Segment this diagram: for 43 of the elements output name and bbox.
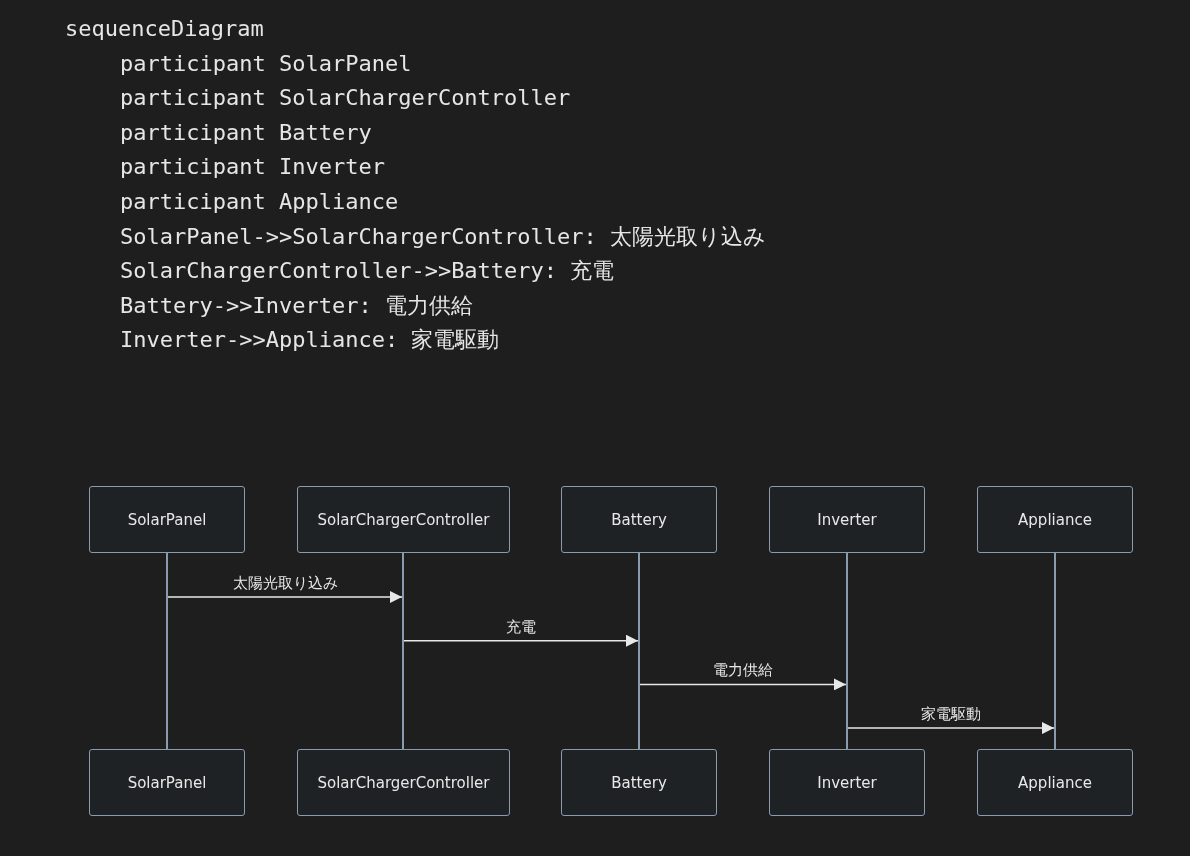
participant-box — [561, 486, 717, 553]
participant-box — [297, 749, 510, 816]
participant-box — [561, 749, 717, 816]
participant-name: SolarChargerController — [317, 510, 490, 529]
participant-box — [89, 749, 245, 816]
code-line: participant Inverter — [120, 153, 385, 182]
participant-name: SolarPanel — [127, 510, 207, 529]
participant-name: Battery — [611, 773, 667, 792]
code-line: Battery->>Inverter: 電力供給 — [120, 291, 473, 320]
participant-box — [89, 486, 245, 553]
code-line: sequenceDiagram — [65, 15, 264, 43]
participant-name: SolarPanel — [127, 773, 207, 792]
edge-label: 充電 — [504, 617, 538, 636]
edge-label: 家電駆動 — [919, 705, 983, 724]
code-line: participant Appliance — [120, 188, 399, 216]
edge-label: 電力供給 — [711, 661, 775, 680]
code-line: Inverter->>Appliance: 家電駆動 — [120, 326, 500, 355]
message-arrow — [403, 634, 639, 647]
lifeline — [1054, 553, 1056, 749]
participant-box — [769, 486, 925, 553]
lifeline — [166, 553, 168, 749]
message-arrow — [167, 591, 403, 603]
code-line: SolarChargerController->>Battery: 充電 — [120, 257, 615, 286]
code-line: SolarPanel->>SolarChargerController: 太陽光取り込み — [120, 222, 767, 251]
participant-name: Inverter — [817, 510, 877, 529]
participant-box — [297, 486, 510, 553]
participant-name: Inverter — [817, 773, 877, 792]
message-arrow — [639, 678, 847, 691]
code-line: participant SolarChargerController — [120, 84, 571, 113]
edge-label: 太陽光取り込み — [230, 574, 340, 592]
participant-name: Appliance — [1018, 510, 1092, 529]
code-line: participant SolarPanel — [120, 49, 412, 78]
message-arrow — [847, 722, 1055, 735]
participant-box — [769, 749, 925, 816]
participant-box — [977, 749, 1133, 816]
participant-box — [977, 486, 1133, 553]
participant-name: SolarChargerController — [317, 773, 490, 792]
lifeline — [402, 553, 404, 749]
participant-name: Battery — [611, 510, 667, 529]
participant-name: Appliance — [1018, 773, 1092, 792]
code-line: participant Battery — [120, 118, 372, 147]
lifeline — [638, 553, 640, 749]
lifeline — [846, 553, 848, 749]
